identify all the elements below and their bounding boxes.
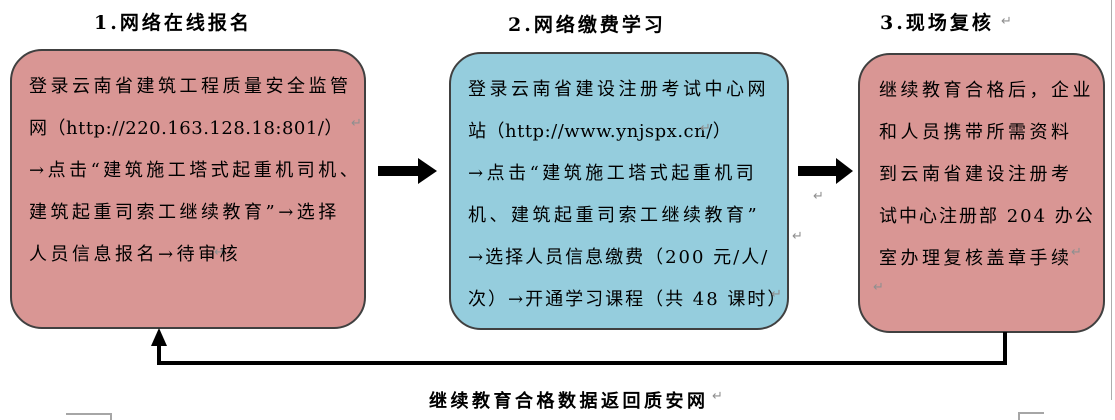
step2-box: 登录云南省建设注册考试中心网 站（http://www.ynjspx.cn/） … (449, 52, 789, 330)
page-border-line (1111, 0, 1112, 400)
return-connector-arrow (151, 328, 1007, 365)
box-line: →点击“建筑施工塔式起重机司 (468, 163, 758, 184)
table-corner-mark (1018, 412, 1044, 414)
step2-box-text: 登录云南省建设注册考试中心网 站（http://www.ynjspx.cn/） … (451, 54, 787, 321)
step3-title: 3.现场复核 (880, 12, 994, 34)
box-line: 次）→开通学习课程（共 48 课时） (468, 289, 788, 310)
paragraph-return-icon: ↵ (700, 121, 711, 136)
paragraph-return-icon: ↵ (214, 245, 225, 260)
box-line: 室办理复核盖章手续 (879, 248, 1073, 269)
right-arrow-icon (798, 158, 853, 184)
step3-box: 继续教育合格后，企业 和人员携带所需资料 到云南省建设注册考 试中心注册部 20… (858, 53, 1105, 333)
box-line: 登录云南省建设注册考试中心网 (468, 79, 769, 100)
paragraph-return-icon: ↵ (1001, 14, 1012, 29)
return-flow-label: 继续教育合格数据返回质安网 (429, 391, 709, 412)
step2-title: 2.网络缴费学习 (508, 14, 666, 36)
step1-box: 登录云南省建筑工程质量安全监管 网（http://220.163.128.18:… (10, 49, 366, 329)
box-line: 试中心注册部 204 办公 (879, 206, 1095, 227)
step1-title: 1.网络在线报名 (94, 12, 252, 34)
box-line: 站（http://www.ynjspx.cn/） (468, 121, 732, 142)
box-line: 登录云南省建筑工程质量安全监管 (29, 76, 352, 97)
paragraph-return-icon: ↵ (712, 389, 723, 404)
box-line: 网（http://220.163.128.18:801/） (29, 118, 343, 139)
box-line: 建筑起重司索工继续教育”→选择 (29, 202, 340, 223)
box-line: →选择人员信息缴费（200 元/人/ (468, 247, 770, 268)
step3-box-text: 继续教育合格后，企业 和人员携带所需资料 到云南省建设注册考 试中心注册部 20… (860, 55, 1103, 280)
paragraph-return-icon: ↵ (813, 189, 824, 204)
box-line: →点击“建筑施工塔式起重机司机、 (29, 160, 362, 181)
paragraph-return-icon: ↵ (771, 287, 782, 302)
paragraph-return-icon: ↵ (1071, 245, 1082, 260)
box-line: 和人员携带所需资料 (879, 122, 1073, 143)
table-corner-mark (110, 413, 112, 420)
paragraph-return-icon: ↵ (873, 280, 884, 295)
right-arrow-icon (378, 158, 437, 184)
box-line: 继续教育合格后，企业 (879, 80, 1094, 101)
box-line: 人员信息报名→待审核 (29, 244, 242, 265)
paragraph-return-icon: ↵ (792, 229, 803, 244)
table-corner-mark (66, 413, 112, 415)
paragraph-return-icon: ↵ (351, 116, 362, 131)
box-line: 到云南省建设注册考 (879, 164, 1073, 185)
box-line: 机、建筑起重司索工继续教育” (468, 205, 761, 226)
table-corner-mark (1018, 412, 1020, 420)
step1-box-text: 登录云南省建筑工程质量安全监管 网（http://220.163.128.18:… (12, 51, 364, 276)
